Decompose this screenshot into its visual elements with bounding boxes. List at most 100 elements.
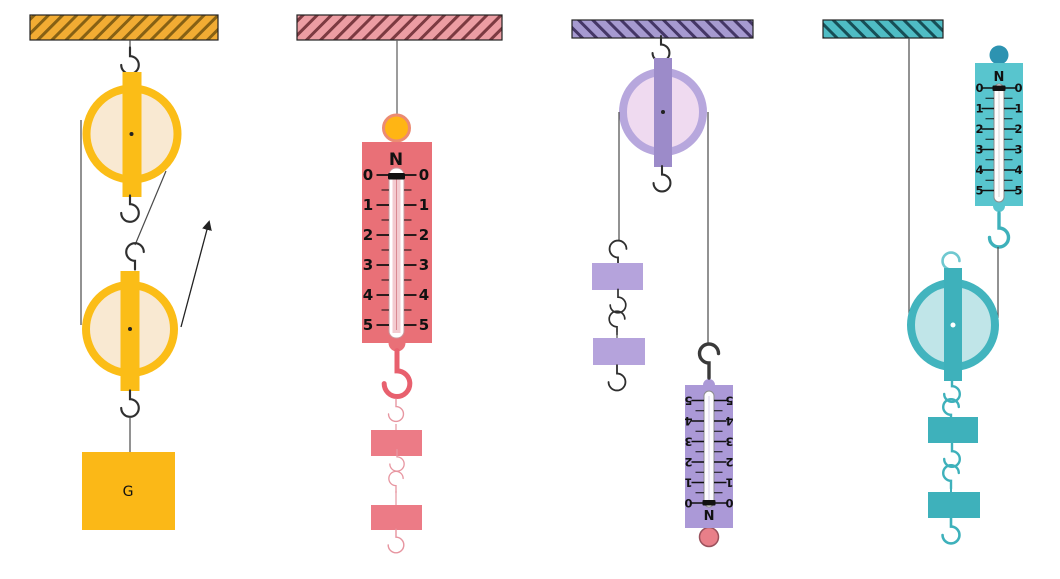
axle-dot <box>128 327 132 331</box>
hook <box>125 242 145 271</box>
scale-pointer <box>702 500 716 506</box>
hook <box>387 528 405 554</box>
tick-label: 1 <box>725 476 733 490</box>
scale-knob <box>989 45 1009 65</box>
tick-label: 5 <box>975 184 983 198</box>
scale-tick-labels: 0 1 2 3 4 5 0 1 2 3 4 5 <box>684 394 733 511</box>
scale-pointer <box>992 85 1006 91</box>
tick-label: 0 <box>419 166 429 184</box>
tick-label: 5 <box>725 394 733 408</box>
scale-hook <box>987 211 1011 249</box>
tick-label: 0 <box>1014 81 1022 95</box>
diagram-purple-fixed-pulley: N 0 1 2 3 4 5 0 1 2 3 4 5 <box>571 19 754 548</box>
tick-label: 1 <box>419 196 429 214</box>
weight-block <box>371 505 422 530</box>
tick-label: 4 <box>363 286 373 304</box>
s-link <box>942 464 960 490</box>
diagram-pink-spring-scale: N 0 1 2 3 4 5 0 1 2 3 4 5 <box>296 14 503 554</box>
tick-label: 2 <box>975 122 983 136</box>
hook <box>652 165 672 193</box>
hook <box>120 46 140 75</box>
scale-tick-labels: 0 1 2 3 4 5 0 1 2 3 4 5 <box>363 166 429 334</box>
ceiling-beam <box>296 14 503 41</box>
scale-minor-ticks <box>985 97 1013 181</box>
weight-block-g <box>82 452 175 530</box>
tick-label: 5 <box>363 316 373 334</box>
tick-label: 2 <box>1014 122 1022 136</box>
weight-block <box>593 338 645 365</box>
tick-label: 5 <box>1014 184 1022 198</box>
tick-label: 0 <box>684 496 692 510</box>
tick-label: 2 <box>684 455 692 469</box>
scale-hook <box>384 351 410 397</box>
tick-label: 5 <box>419 316 429 334</box>
hook <box>120 389 140 418</box>
hook <box>120 194 140 223</box>
tick-label: 1 <box>975 102 983 116</box>
tick-label: 4 <box>975 163 983 177</box>
axle-dot <box>661 110 665 114</box>
tick-label: 3 <box>1014 143 1022 157</box>
tick-label: 1 <box>1014 102 1022 116</box>
ceiling-beam <box>822 19 944 39</box>
s-link <box>943 442 961 468</box>
spring-scale: N 0 1 2 3 4 5 0 1 2 3 4 5 <box>975 45 1023 249</box>
tick-label: 4 <box>419 286 429 304</box>
tick-label: 3 <box>725 435 733 449</box>
scale-knob <box>698 526 720 548</box>
weight-label: G <box>123 484 134 500</box>
scale-minor-ticks <box>381 189 412 311</box>
s-link <box>388 470 404 494</box>
force-arrow <box>180 220 212 328</box>
tick-label: 2 <box>363 226 373 244</box>
scale-knob <box>382 113 411 143</box>
tick-label: 4 <box>725 414 733 428</box>
scale-hook <box>697 342 721 380</box>
weight-block <box>928 417 978 443</box>
ceiling-beam <box>29 14 219 41</box>
tick-label: 1 <box>363 196 373 214</box>
scale-bottom-bump <box>993 206 1005 212</box>
s-link <box>609 288 627 314</box>
scale-pointer <box>388 173 405 180</box>
hook <box>387 398 405 423</box>
tick-label: 0 <box>725 496 733 510</box>
scale-unit-label: N <box>994 70 1005 85</box>
tick-label: 3 <box>684 435 692 449</box>
ceiling-beam <box>571 19 754 39</box>
inverted-spring-scale: N 0 1 2 3 4 5 0 1 2 3 4 5 <box>684 342 734 548</box>
diagram-teal-pulley-scale: N 0 1 2 3 4 5 0 1 2 3 4 5 <box>822 19 1023 545</box>
weight-block <box>592 263 643 290</box>
scale-unit-label: N <box>389 150 403 170</box>
tick-label: 1 <box>684 476 692 490</box>
scale-minor-ticks <box>695 410 723 494</box>
hook <box>651 35 671 63</box>
scale-major-ticks <box>691 399 727 504</box>
scale-major-ticks <box>981 87 1017 192</box>
tick-label: 5 <box>684 394 692 408</box>
weight-block <box>928 492 980 518</box>
tick-label: 4 <box>684 414 692 428</box>
tick-label: 3 <box>419 256 429 274</box>
tick-label: 3 <box>975 143 983 157</box>
scale-major-ticks <box>376 174 417 326</box>
tick-label: 0 <box>975 81 983 95</box>
hook <box>608 239 628 267</box>
scale-tick-labels: 0 1 2 3 4 5 0 1 2 3 4 5 <box>975 81 1022 198</box>
tick-label: 2 <box>725 455 733 469</box>
hook <box>941 516 961 545</box>
rope-diagonal-segment <box>134 170 167 246</box>
scale-unit-label: N <box>704 506 715 521</box>
s-link <box>608 310 626 336</box>
hook <box>607 364 627 392</box>
scale-bottom-bump <box>388 343 406 352</box>
axle-dot <box>950 322 956 328</box>
diagram-yellow-pulley-system: G <box>29 14 219 530</box>
axle-dot <box>129 132 134 136</box>
tick-label: 4 <box>1014 163 1022 177</box>
tick-label: 3 <box>363 256 373 274</box>
tick-label: 2 <box>419 226 429 244</box>
tick-label: 0 <box>363 166 373 184</box>
